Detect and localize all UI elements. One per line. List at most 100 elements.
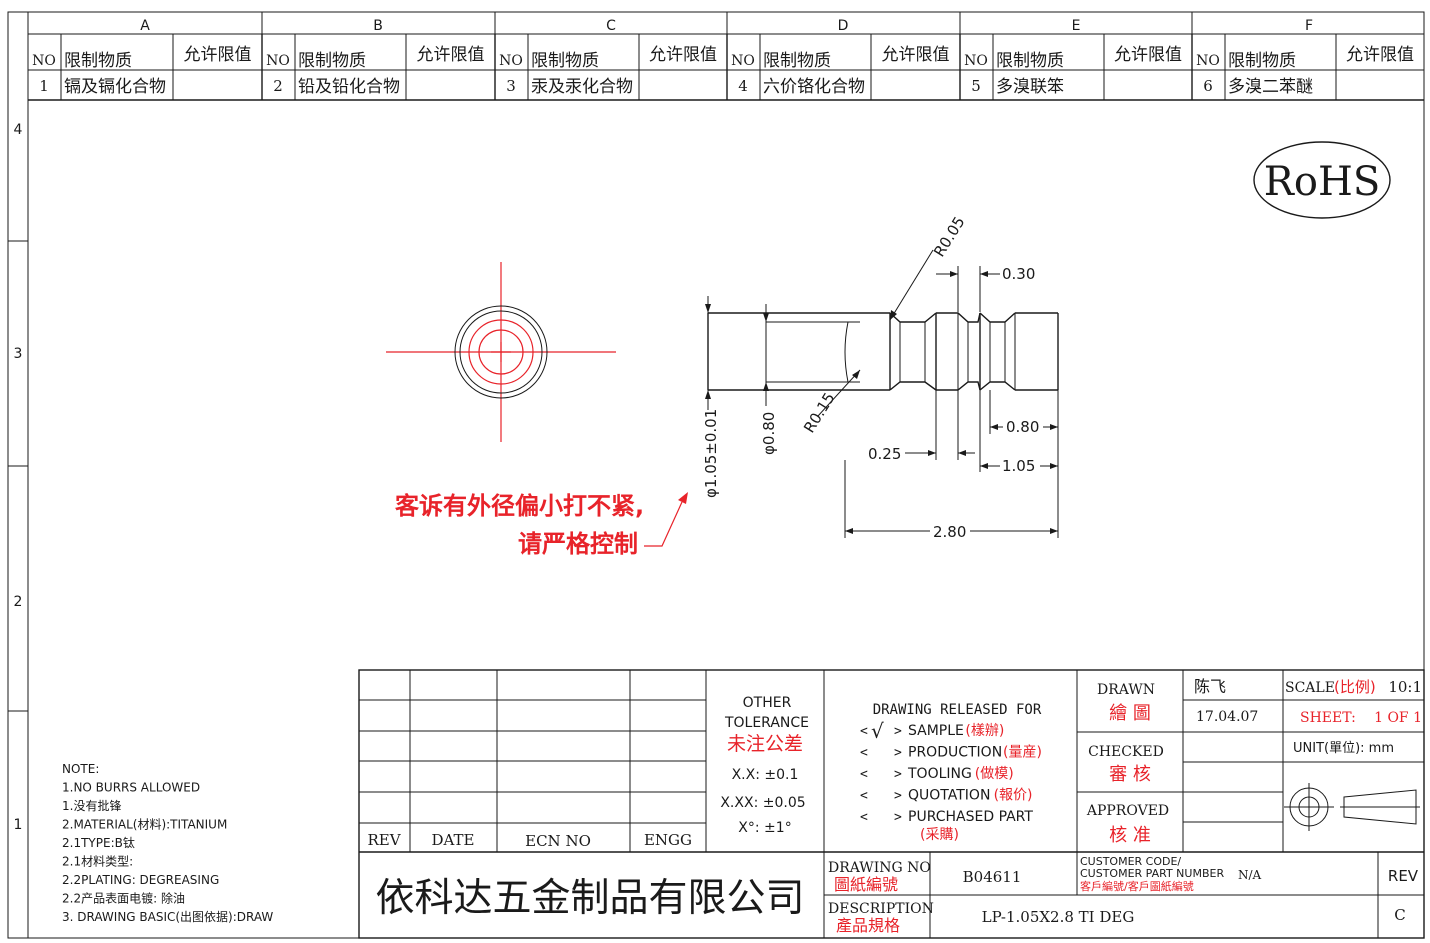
end-view: [386, 262, 616, 442]
customer-label-cn: 客戶編號/客戶圖紙編號: [1080, 879, 1194, 893]
substance-no: 6: [1203, 77, 1213, 95]
tolerance-xx: X.X: ±0.1: [732, 767, 799, 783]
customer-label-1: CUSTOMER CODE/: [1080, 855, 1181, 868]
release-option-production: PRODUCTION: [908, 745, 1002, 761]
zone-col-c: C: [606, 18, 616, 34]
release-option-cn: (采購): [920, 827, 959, 843]
no-header: NO: [266, 53, 290, 69]
note-line: 2.MATERIAL(材料):TITANIUM: [62, 818, 227, 832]
check-mark-icon: √: [871, 719, 884, 743]
release-bracket-open: <: [860, 789, 868, 804]
release-bracket-close: >: [894, 810, 902, 825]
note-line: 2.1TYPE:B钛: [62, 835, 135, 850]
tolerance-title-1: OTHER: [743, 695, 792, 711]
sheet-label: SHEET:: [1300, 710, 1356, 726]
unit-label: UNIT(單位): mm: [1293, 741, 1394, 756]
note-line: 3. DRAWING BASIC(出图依据):DRAW: [62, 909, 273, 924]
substance-header: 限制物质: [763, 51, 831, 71]
projection-symbol-icon: [1284, 783, 1420, 831]
tolerance-title-cn: 未注公差: [727, 733, 803, 755]
dim-280: 2.80: [933, 523, 966, 541]
checked-label-cn: 審 核: [1109, 764, 1151, 785]
limit-header: 允许限值: [1114, 45, 1182, 65]
limit-header: 允许限值: [649, 45, 717, 65]
release-option-cn: (量産): [1003, 745, 1042, 761]
substance-no: 2: [273, 77, 283, 95]
dim-r015: R0.15: [800, 389, 838, 436]
dim-r005: R0.05: [930, 213, 968, 260]
substance-name: 六价铬化合物: [763, 77, 865, 97]
tolerance-deg: X°: ±1°: [738, 820, 791, 836]
date-header: DATE: [432, 831, 475, 849]
zone-row-labels: 4 3 2 1: [14, 122, 23, 833]
dim-080: 0.80: [1006, 418, 1039, 436]
release-bracket-close: >: [894, 789, 902, 804]
release-bracket-open: <: [860, 810, 868, 825]
substance-name: 铅及铅化合物: [298, 77, 400, 97]
company-name: 依科达五金制品有限公司: [375, 876, 804, 921]
ecn-header: ECN NO: [525, 832, 591, 850]
substance-header: 限制物质: [64, 51, 132, 71]
annotation-arrow-icon: [678, 492, 688, 504]
note-line: 1.NO BURRS ALLOWED: [62, 781, 200, 795]
release-bracket-close: >: [894, 724, 902, 739]
release-option-cn: (做模): [975, 766, 1014, 782]
dimension-lines: [705, 249, 1059, 538]
substance-name: 汞及汞化合物: [531, 77, 633, 97]
substance-header: 限制物质: [996, 51, 1064, 71]
zone-row-1: 1: [14, 817, 23, 833]
substance-name: 镉及镉化合物: [64, 77, 166, 97]
no-header: NO: [499, 53, 523, 69]
dim-030: 0.30: [1002, 265, 1035, 283]
release-bracket-open: <: [860, 746, 868, 761]
scale-label: SCALE: [1285, 680, 1335, 696]
annotation-line-1: 客诉有外径偏小打不紧,: [395, 492, 644, 520]
revision-table: REV DATE ECN NO ENGG: [367, 831, 692, 850]
note-line: 2.2PLATING: DEGREASING: [62, 873, 219, 887]
substance-name: 多溴联笨: [996, 77, 1064, 97]
dimension-labels: R0.05 0.30 R0.15 φ1.05±0.01 φ0.80 0.25 0…: [702, 213, 1039, 541]
rev-block-value: C: [1394, 906, 1405, 924]
scale-label-cn: (比例): [1334, 678, 1376, 696]
scale-value: 10:1: [1388, 678, 1422, 696]
substance-header: 限制物质: [298, 51, 366, 71]
drawing-no-value: B04611: [963, 868, 1022, 886]
substance-header: 限制物质: [1228, 51, 1296, 71]
side-view-pin: [707, 312, 1059, 391]
zone-row-2: 2: [14, 594, 23, 610]
substance-name: 多溴二苯醚: [1228, 77, 1313, 97]
drawing-no-label: DRAWING NO: [828, 860, 931, 876]
zone-col-e: E: [1072, 18, 1081, 34]
limit-header: 允许限值: [882, 45, 950, 65]
approved-label-cn: 核 准: [1109, 825, 1151, 846]
release-bracket-close: >: [894, 767, 902, 782]
note-line: 1.没有批锋: [62, 798, 121, 813]
drawing-released-for: DRAWING RELEASED FOR <√>SAMPLE(樣辦)<>PROD…: [860, 702, 1042, 843]
note-line: NOTE:: [62, 762, 99, 776]
description-value: LP-1.05X2.8 TI DEG: [982, 908, 1135, 926]
dim-dia080: φ0.80: [760, 412, 778, 455]
no-header: NO: [731, 53, 755, 69]
no-header: NO: [32, 53, 56, 69]
no-header: NO: [964, 53, 988, 69]
approved-label: APPROVED: [1086, 803, 1169, 819]
tolerance-block: OTHER TOLERANCE 未注公差 X.X: ±0.1 X.XX: ±0.…: [720, 695, 809, 836]
drawn-date: 17.04.07: [1196, 709, 1258, 725]
drawn-label: DRAWN: [1097, 682, 1155, 698]
rev-header: REV: [367, 831, 401, 849]
rohs-mark: RoHS: [1253, 141, 1391, 219]
engg-header: ENGG: [644, 831, 692, 849]
note-line: 2.2产品表面电镀: 除油: [62, 891, 185, 906]
approval-block: DRAWN 繪 圖 陈飞 17.04.07 CHECKED 審 核 APPROV…: [1086, 677, 1258, 846]
restricted-substances-table: NO 限制物质 允许限值 1 镉及镉化合物 NO 限制物质 允许限值 2 铅及铅化合物 NO 限制物质…: [28, 34, 1424, 101]
rev-block-label: REV: [1388, 867, 1419, 885]
substance-no: 1: [39, 77, 49, 95]
tolerance-xxx: X.XX: ±0.05: [720, 795, 805, 811]
limit-header: 允许限值: [417, 45, 485, 65]
substance-no: 4: [738, 77, 748, 95]
customer-value: N/A: [1238, 868, 1262, 882]
dim-dia105: φ1.05±0.01: [702, 409, 720, 498]
zone-col-d: D: [838, 18, 849, 34]
description-label-cn: 產品規格: [836, 916, 900, 935]
release-title: DRAWING RELEASED FOR: [873, 702, 1042, 718]
